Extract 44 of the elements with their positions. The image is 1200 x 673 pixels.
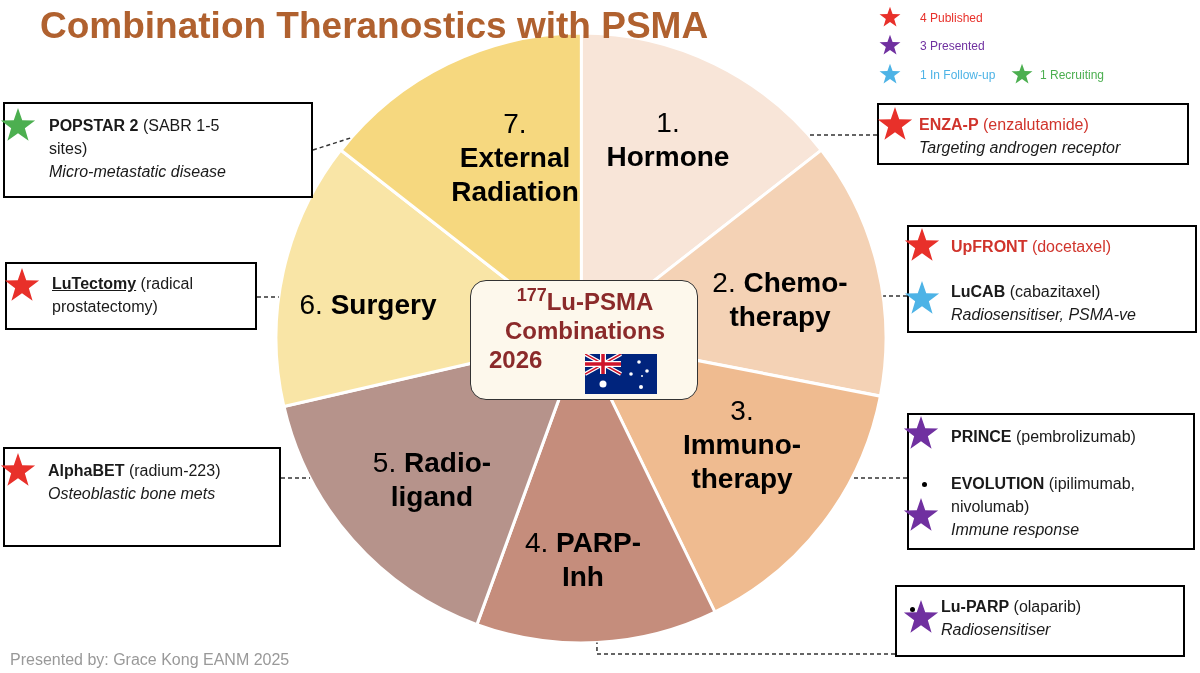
legend-text: 3 Presented (920, 38, 985, 54)
slice-label: 1. Hormone (605, 106, 731, 174)
trial-text: Lu-PARP (olaparib) (941, 597, 1083, 617)
legend-text: 1 In Follow-up (920, 67, 996, 83)
description-text: Radiosensitiser (941, 620, 1052, 640)
slice-label: 3. Immuno-therapy (681, 394, 803, 496)
legend-text: 1 Recruiting (1040, 67, 1105, 83)
dashed-connector (280, 477, 311, 479)
legend-text: 4 Published (920, 10, 983, 26)
trial-text: LuCAB (cabazitaxel) (951, 282, 1102, 302)
trial-text: ENZA-P (enzalutamide) (919, 115, 1090, 135)
slice-label: 6. Surgery (298, 288, 438, 322)
dashed-connector (596, 641, 896, 655)
trial-box (907, 413, 1195, 550)
trial-box (877, 103, 1189, 165)
dashed-connector (256, 296, 280, 298)
description-text: Immune response (951, 520, 1081, 540)
trial-text: AlphaBET (radium-223) (48, 461, 222, 481)
trial-box (895, 585, 1185, 657)
slice-label: 4. PARP-Inh (523, 526, 643, 594)
dashed-connector (807, 134, 878, 136)
trial-box (907, 225, 1197, 333)
description-text: Targeting androgen receptor (919, 138, 1122, 158)
trial-box (3, 447, 281, 547)
trial-box (3, 102, 313, 198)
trial-text: UpFRONT (docetaxel) (951, 237, 1113, 257)
center-title: $^{177}$Lu-PSMA Combinations 2026 (489, 287, 666, 374)
description-text: Micro-metastatic disease (49, 162, 227, 182)
credit-text: Presented by: Grace Kong EANM 2025 (10, 650, 290, 670)
description-text: Radiosensitiser, PSMA-ve (951, 305, 1137, 325)
dashed-connector (882, 295, 908, 297)
trial-box (5, 262, 257, 330)
slice-label: 7. External Radiation (450, 107, 580, 209)
slice-label: 2. Chemo-therapy (711, 266, 849, 334)
description-text: Osteoblastic bone mets (48, 484, 217, 504)
dashed-connector (312, 137, 352, 151)
title: Combination Theranostics with PSMA (40, 4, 709, 48)
trial-text: POPSTAR 2 (SABR 1-5 sites) (49, 116, 221, 159)
slice-label: 5. Radio-ligand (371, 446, 493, 514)
center-card (470, 280, 698, 400)
trial-text: EVOLUTION (ipilimumab, nivolumab) (951, 474, 1137, 517)
dashed-connector (851, 477, 908, 479)
trial-text: PRINCE (pembrolizumab) (951, 427, 1137, 447)
trial-text: LuTectomy (radical prostatectomy) (52, 274, 195, 317)
